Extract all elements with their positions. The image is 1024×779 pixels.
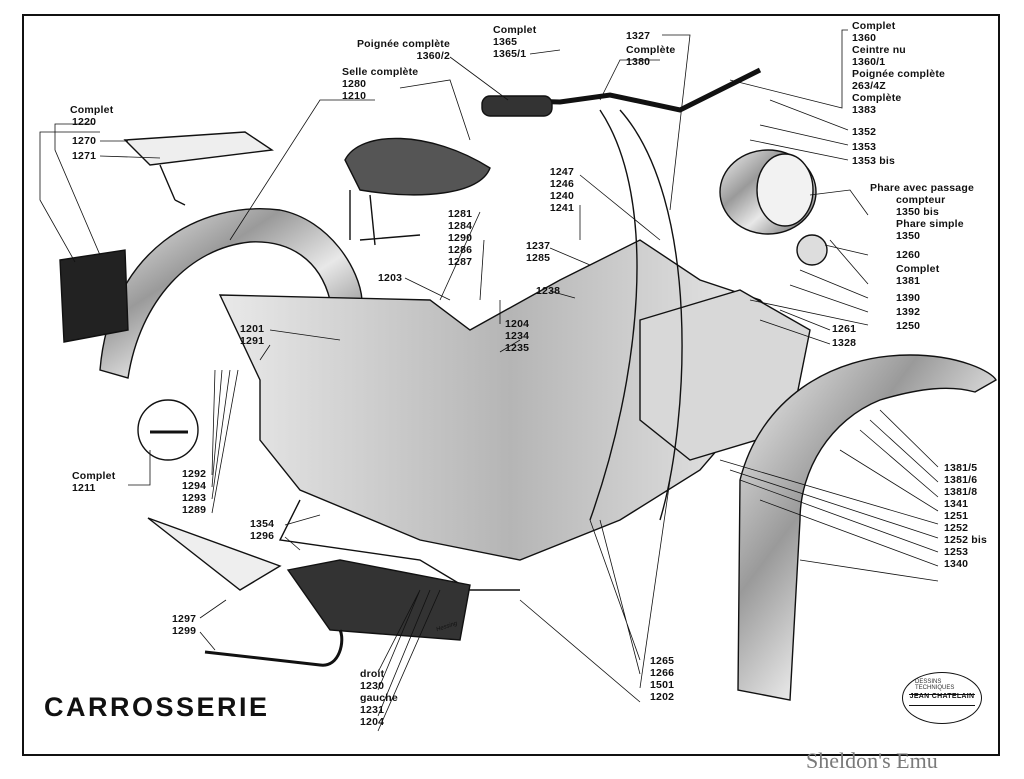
label-phare: Phare avec passage compteur 1350 bis Pha… <box>870 182 975 242</box>
diagram-title: CARROSSERIE <box>44 692 270 722</box>
label-1270: 1270 <box>72 135 97 147</box>
bolt-detail-circle <box>137 399 199 461</box>
label-1353: 1353 <box>852 141 877 153</box>
label-1352: 1352 <box>852 126 877 138</box>
label-1390: 1390 <box>896 292 921 304</box>
label-1271: 1271 <box>72 150 97 162</box>
label-1261: 1261 <box>832 323 857 335</box>
label-1238: 1238 <box>536 285 561 297</box>
rear-carrier <box>123 131 274 166</box>
horn <box>796 234 828 266</box>
label-1250: 1250 <box>896 320 921 332</box>
label-1327: 1327 <box>626 30 651 42</box>
stand-rod <box>204 629 344 667</box>
label-1381-5-group: 1381/5 1381/6 1381/8 1341 1251 1252 1252… <box>944 462 988 570</box>
label-1353-bis: 1353 bis <box>852 155 896 167</box>
label-1328: 1328 <box>832 337 857 349</box>
illustrator-stamp: DESSINS TECHNIQUES JEAN CHATELAIN <box>902 672 982 724</box>
triangle-panel <box>147 517 282 591</box>
front-fender <box>737 354 997 701</box>
leader-lines <box>39 29 939 732</box>
saddle <box>344 137 491 196</box>
rear-lamp <box>59 249 129 343</box>
label-1260: 1260 <box>896 249 921 261</box>
label-right-top-group: Complet 1360 Ceintre nu 1360/1 Poignée c… <box>852 20 946 116</box>
cables <box>589 109 683 521</box>
watermark: Sheldon's Emu <box>806 748 938 773</box>
label-1203: 1203 <box>378 272 403 284</box>
footrest <box>286 559 471 641</box>
label-1392: 1392 <box>896 306 921 318</box>
left-grip <box>481 95 553 117</box>
